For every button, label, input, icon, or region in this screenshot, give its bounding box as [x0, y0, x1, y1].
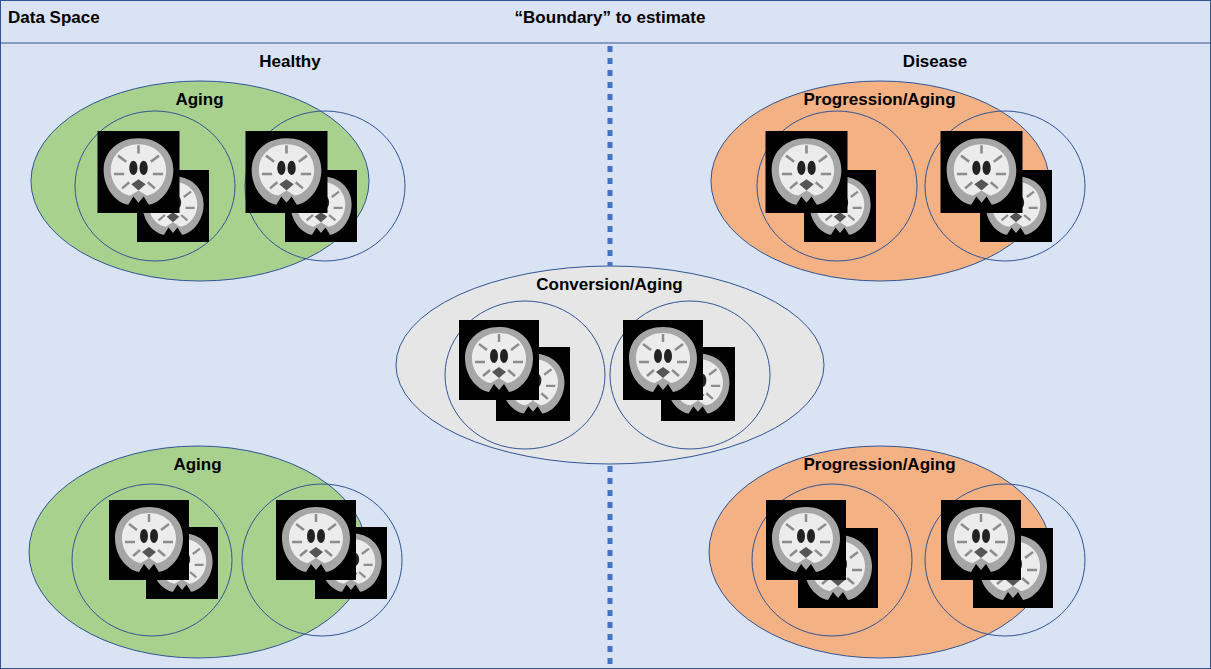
- group-ellipse: Aging: [30, 80, 370, 282]
- column-header: Disease: [903, 52, 967, 72]
- group-ellipse: Conversion/Aging: [395, 265, 825, 465]
- boundary-title: “Boundary” to estimate: [515, 8, 706, 28]
- group-title: Conversion/Aging: [536, 275, 682, 295]
- column-header: Healthy: [259, 52, 320, 72]
- group-ellipse: Progression/Aging: [710, 80, 1050, 282]
- ellipse-fill: [29, 446, 367, 658]
- group-title: Progression/Aging: [803, 455, 955, 475]
- group-ellipse: Aging: [28, 445, 368, 659]
- ellipse-fill: [396, 266, 824, 464]
- group-title: Aging: [173, 455, 221, 475]
- group-ellipse: Progression/Aging: [708, 445, 1052, 659]
- group-title: Progression/Aging: [803, 90, 955, 110]
- ellipse-outline: [28, 445, 368, 659]
- ellipse-fill: [711, 81, 1049, 281]
- ellipse-fill: [31, 81, 369, 281]
- ellipse-outline: [708, 445, 1052, 659]
- header-rule: [0, 43, 1211, 44]
- boundary-line: [608, 46, 613, 266]
- frame-title: Data Space: [8, 8, 100, 28]
- ellipse-outline: [710, 80, 1050, 282]
- ellipse-fill: [709, 446, 1051, 658]
- group-title: Aging: [175, 90, 223, 110]
- ellipse-outline: [30, 80, 370, 282]
- ellipse-outline: [395, 265, 825, 465]
- boundary-line: [608, 466, 613, 669]
